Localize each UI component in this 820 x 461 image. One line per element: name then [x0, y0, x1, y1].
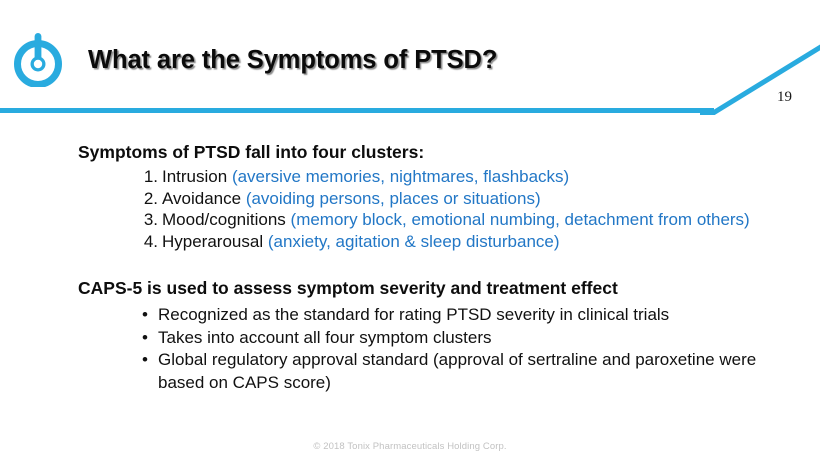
list-marker: 3. [143, 210, 158, 229]
slide-body: Symptoms of PTSD fall into four clusters… [0, 140, 820, 394]
list-item-detail: (avoiding persons, places or situations) [245, 188, 541, 208]
section-spacer [0, 252, 820, 276]
list-item: • Recognized as the standard for rating P… [142, 304, 790, 327]
list-item-detail: (memory block, emotional numbing, detach… [290, 210, 750, 229]
list-marker: 4. [143, 231, 158, 251]
section-heading-symptoms: Symptoms of PTSD fall into four clusters… [78, 142, 425, 162]
list-item-text: Global regulatory approval standard (app… [158, 350, 757, 392]
list-item-label: Hyperarousal [162, 231, 268, 251]
list-item-text: Recognized as the standard for rating PT… [158, 305, 670, 324]
list-marker: 1. [143, 167, 158, 186]
bullet-marker: • [142, 327, 148, 347]
list-item: 3.Mood/cognitions (memory block, emotion… [144, 209, 784, 231]
list-item-label: Intrusion [162, 167, 232, 186]
caps5-bullet-list: • Recognized as the standard for rating P… [0, 304, 820, 394]
list-item: • Global regulatory approval standard (ap… [142, 349, 790, 394]
list-item-detail: (aversive memories, nightmares, flashbac… [231, 167, 570, 186]
symptom-cluster-list: 1.Intrusion (aversive memories, nightmar… [0, 166, 820, 252]
list-item-text: Takes into account all four symptom clus… [158, 327, 492, 347]
list-item-detail: (anxiety, agitation & sleep disturbance) [267, 231, 560, 251]
list-item: • Takes into account all four symptom clu… [142, 327, 790, 350]
header-accent-rule [0, 108, 714, 113]
bullet-marker: • [142, 350, 148, 369]
list-marker: 2. [143, 188, 158, 208]
list-item: 1.Intrusion (aversive memories, nightmar… [144, 166, 784, 188]
section-heading-caps5: CAPS-5 is used to assess symptom severit… [78, 278, 618, 298]
list-item: 2.Avoidance (avoiding persons, places or… [144, 188, 784, 210]
footer-copyright: © 2018 Tonix Pharmaceuticals Holding Cor… [313, 441, 507, 452]
list-item: 4.Hyperarousal (anxiety, agitation & sle… [144, 231, 784, 253]
page-number: 19 [777, 89, 792, 105]
list-item-label: Mood/cognitions [162, 210, 291, 229]
header-accent-diagonal [700, 30, 820, 120]
power-button-logo-icon [12, 31, 64, 87]
list-item-label: Avoidance [162, 188, 246, 208]
bullet-marker: • [142, 305, 148, 324]
page-title: What are the Symptoms of PTSD? [88, 46, 498, 74]
